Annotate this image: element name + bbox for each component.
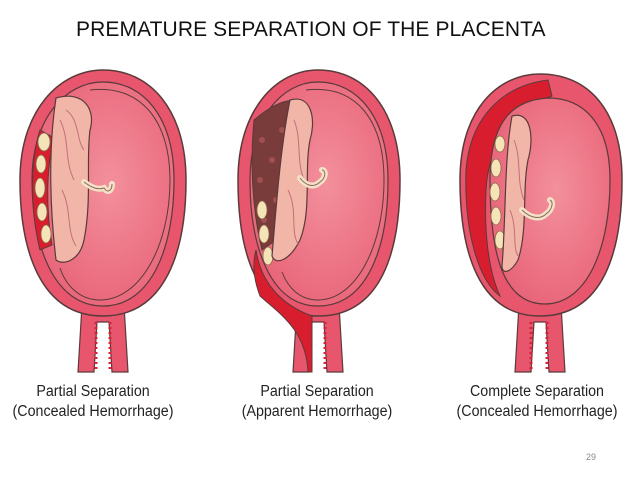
caption-complete-concealed: Complete Separation (Concealed Hemorrhag… [440, 382, 633, 422]
placental-abruption-illustration [19, 69, 623, 373]
placenta [50, 95, 92, 263]
caption-line-2: (Concealed Hemorrhage) [12, 403, 174, 420]
external-hemorrhage [253, 249, 313, 373]
uterus-panel-partial-concealed [19, 69, 187, 373]
placenta [271, 98, 314, 262]
page-number: 29 [586, 452, 597, 462]
slide-title: PREMATURE SEPARATION OF THE PLACENTA [76, 18, 546, 41]
caption-line-1: Complete Separation [470, 383, 604, 400]
cotyledons [489, 135, 506, 250]
placenta [501, 114, 532, 272]
retroplacental-clot [465, 79, 553, 298]
uterus-panel-partial-apparent [237, 69, 401, 373]
uterus-panel-complete-concealed [459, 73, 623, 373]
caption-line-1: Partial Separation [36, 383, 150, 400]
cotyledons [256, 200, 274, 266]
caption-line-1: Partial Separation [260, 383, 374, 400]
cotyledons [34, 132, 52, 244]
caption-line-2: (Apparent Hemorrhage) [241, 403, 393, 420]
caption-line-2: (Concealed Hemorrhage) [456, 403, 618, 420]
caption-partial-concealed: Partial Separation (Concealed Hemorrhage… [0, 382, 190, 422]
caption-partial-apparent: Partial Separation (Apparent Hemorrhage) [220, 382, 413, 422]
